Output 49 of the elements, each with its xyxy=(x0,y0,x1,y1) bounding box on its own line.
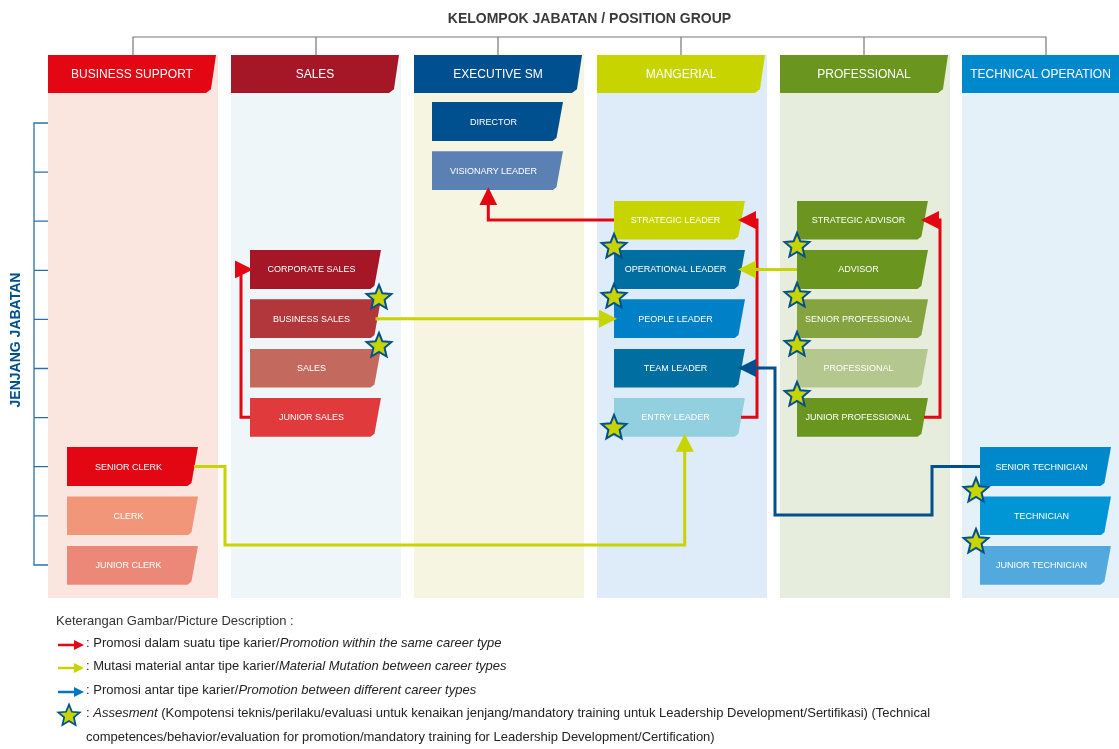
column-band xyxy=(597,55,767,598)
column-header: TECHNICAL OPERATION xyxy=(962,55,1119,93)
position-box: DIRECTOR xyxy=(432,102,563,141)
axis-title: JENJANG JABATAN xyxy=(7,271,23,410)
position-box: SENIOR TECHNICIAN xyxy=(980,447,1111,487)
position-box: BUSINESS SALES xyxy=(250,299,381,339)
position-box: PROFESSIONAL xyxy=(797,348,928,388)
legend-text: : Promosi dalam suatu tipe karier/Promotion within the same career type xyxy=(86,634,503,652)
column-band xyxy=(231,55,401,598)
legend-text: : Mutasi material antar tipe karier/Material Mutation between career types xyxy=(86,657,508,675)
arrow xyxy=(194,433,694,547)
legend-heading: Keterangan Gambar/Picture Description : xyxy=(56,613,294,628)
position-box: STRATEGIC ADVISOR xyxy=(797,200,928,240)
column-header: EXECUTIVE SM xyxy=(414,55,582,93)
position-box: OPERATIONAL LEADER xyxy=(614,249,745,289)
column-band xyxy=(414,55,584,598)
position-box: PEOPLE LEADER xyxy=(614,299,745,339)
arrow xyxy=(738,359,980,517)
position-box: STRATEGIC LEADER xyxy=(614,200,745,240)
column-header: PROFESSIONAL xyxy=(780,55,948,93)
position-box: CORPORATE SALES xyxy=(250,249,381,289)
position-box: JUNIOR PROFESSIONAL xyxy=(797,397,928,437)
column-band xyxy=(48,55,218,598)
position-box: SENIOR CLERK xyxy=(67,447,198,487)
position-box: ENTRY LEADER xyxy=(614,397,745,437)
legend-text: : Assesment (Kompotensi teknis/perilaku/evaluasi untuk kenaikan jenjang/mandatory training untuk Leadership Development/Sertifikasi) (Technical competences/behavior/evaluation for promotion/mandatory training for Leadership Development/Certification) xyxy=(86,704,932,746)
legend-text: : Promosi antar tipe karier/Promotion between different career types xyxy=(86,681,478,699)
column-header: BUSINESS SUPPORT xyxy=(48,55,216,93)
position-box: SALES xyxy=(250,348,381,388)
column-header: SALES xyxy=(231,55,399,93)
title: KELOMPOK JABATAN / POSITION GROUP xyxy=(446,10,733,26)
column-band xyxy=(962,55,1119,598)
arrow xyxy=(738,260,799,279)
position-box: CLERK xyxy=(67,496,198,536)
arrow xyxy=(479,187,614,222)
arrow xyxy=(375,309,617,328)
column-header: MANGERIAL xyxy=(597,55,765,93)
position-box: SENIOR PROFESSIONAL xyxy=(797,299,928,339)
position-box: ADVISOR xyxy=(797,249,928,289)
position-box: TEAM LEADER xyxy=(614,348,745,388)
arrow xyxy=(235,260,253,419)
arrow xyxy=(738,211,759,419)
column-band xyxy=(780,55,950,598)
position-box: VISIONARY LEADER xyxy=(432,151,563,191)
position-box: JUNIOR CLERK xyxy=(67,545,198,585)
position-box: JUNIOR TECHNICIAN xyxy=(980,545,1111,585)
position-box: JUNIOR SALES xyxy=(250,397,381,437)
position-box: TECHNICIAN xyxy=(980,496,1111,536)
arrow xyxy=(921,211,942,419)
